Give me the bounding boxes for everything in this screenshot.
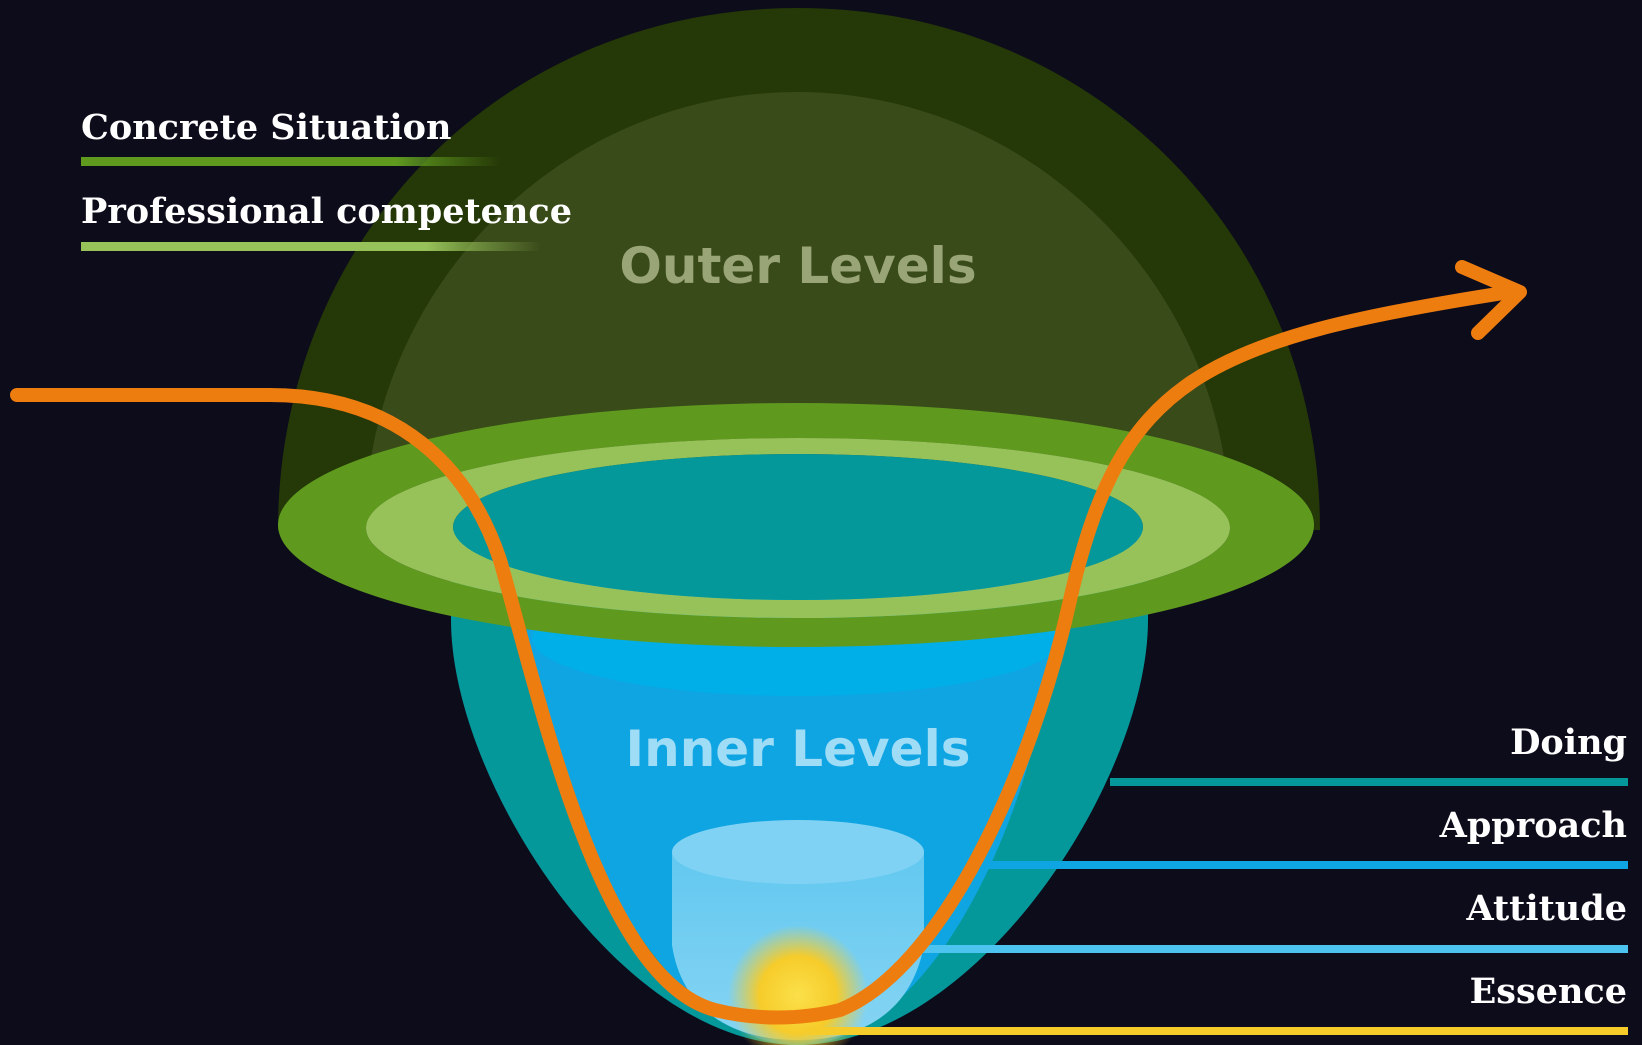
label-professional-competence: Professional competence	[81, 191, 572, 232]
label-attitude: Attitude	[1466, 888, 1627, 929]
label-essence: Essence	[1469, 971, 1627, 1012]
label-approach: Approach	[1439, 805, 1627, 846]
line-essence	[810, 1027, 1628, 1035]
cup-attitude-top	[672, 820, 924, 884]
label-doing: Doing	[1510, 722, 1627, 763]
line-professional-competence	[81, 242, 541, 251]
label-concrete-situation: Concrete Situation	[81, 107, 452, 148]
line-doing	[1110, 778, 1628, 786]
journey-path	[10, 285, 1517, 1025]
line-attitude	[912, 945, 1628, 953]
ring-opening	[453, 454, 1143, 600]
line-approach	[985, 861, 1628, 869]
line-concrete-situation	[81, 157, 501, 166]
inner-levels-title: Inner Levels	[625, 720, 971, 778]
outer-levels-title: Outer Levels	[619, 237, 977, 295]
journey-arrowhead	[1455, 260, 1527, 340]
